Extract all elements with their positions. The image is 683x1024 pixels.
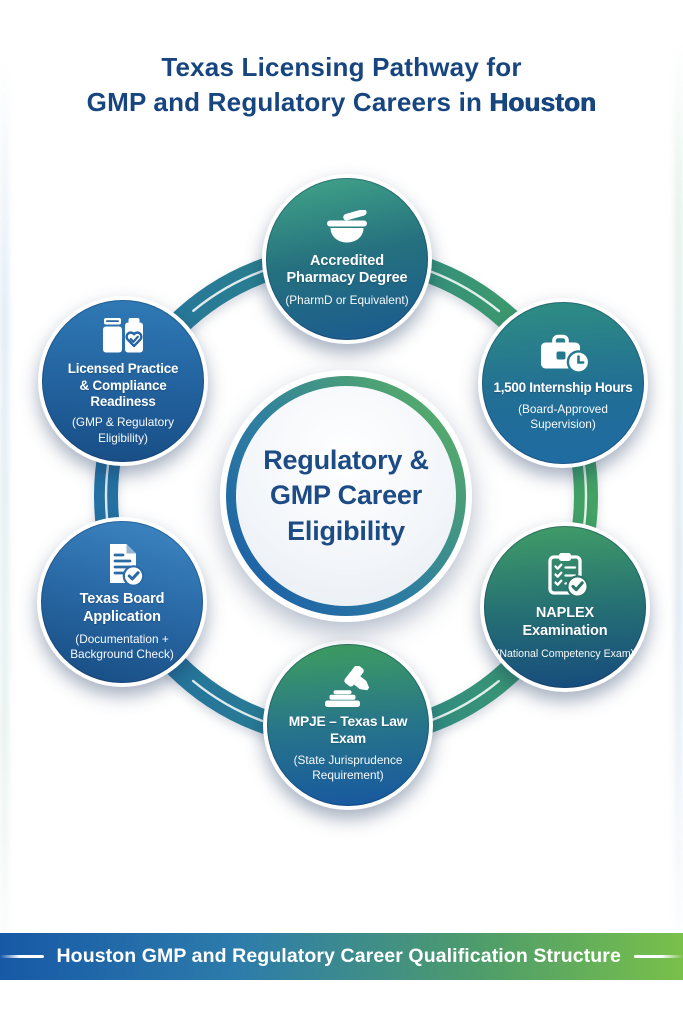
mortar-pestle-icon bbox=[323, 209, 371, 248]
node-face: Licensed Practice & Compliance Readiness… bbox=[42, 300, 204, 462]
page-title: Texas Licensing Pathway for GMP and Regu… bbox=[0, 50, 683, 120]
document-check-icon bbox=[99, 541, 145, 587]
node-mpje-exam: MPJE – Texas Law Exam (State Jurispruden… bbox=[263, 640, 433, 810]
node-subtitle: (State Jurisprudence Requirement) bbox=[293, 753, 403, 783]
node-subtitle: (National Competency Exam) bbox=[495, 648, 635, 661]
node-white-rim: Texas Board Application (Documentation +… bbox=[37, 517, 207, 687]
node-licensed-practice: Licensed Practice & Compliance Readiness… bbox=[38, 296, 208, 466]
node-subtitle: (PharmD or Equivalent) bbox=[285, 293, 409, 308]
node-title: Accredited Pharmacy Degree bbox=[286, 252, 408, 287]
node-face: MPJE – Texas Law Exam (State Jurispruden… bbox=[267, 644, 429, 806]
node-face: NAPLEX Examination (National Competency … bbox=[484, 526, 646, 688]
footer-banner: Houston GMP and Regulatory Career Qualif… bbox=[0, 933, 683, 980]
node-subtitle: (GMP & Regulatory Eligibility) bbox=[71, 415, 175, 445]
node-subtitle: (Documentation + Background Check) bbox=[70, 631, 174, 662]
node-white-rim: Accredited Pharmacy Degree (PharmD or Eq… bbox=[262, 174, 432, 344]
node-pharmacy-degree: Accredited Pharmacy Degree (PharmD or Eq… bbox=[262, 174, 432, 344]
banner-left-rule bbox=[0, 955, 44, 958]
banner-label: Houston GMP and Regulatory Career Qualif… bbox=[56, 945, 621, 967]
node-naplex-exam: NAPLEX Examination (National Competency … bbox=[480, 522, 650, 692]
node-title: MPJE – Texas Law Exam bbox=[288, 714, 408, 747]
gavel-icon bbox=[322, 666, 374, 709]
node-white-rim: Licensed Practice & Compliance Readiness… bbox=[38, 296, 208, 466]
node-internship-hours: 1,500 Internship Hours (Board-Approved S… bbox=[478, 298, 648, 468]
page-title-highlight: Houston bbox=[489, 87, 597, 117]
briefcase-clock-icon bbox=[537, 333, 590, 375]
center-white-rim: Regulatory & GMP Career Eligibility bbox=[220, 370, 472, 622]
ring-highlight-dashes bbox=[104, 254, 588, 738]
node-title: NAPLEX Examination bbox=[522, 604, 608, 639]
page-title-line1: Texas Licensing Pathway for bbox=[161, 52, 522, 82]
node-white-rim: 1,500 Internship Hours (Board-Approved S… bbox=[478, 298, 648, 468]
node-face: Accredited Pharmacy Degree (PharmD or Eq… bbox=[266, 178, 428, 340]
node-face: Texas Board Application (Documentation +… bbox=[41, 521, 203, 683]
center-label: Regulatory & GMP Career Eligibility bbox=[263, 444, 429, 546]
node-white-rim: NAPLEX Examination (National Competency … bbox=[480, 522, 650, 692]
center-face: Regulatory & GMP Career Eligibility bbox=[236, 386, 456, 606]
node-face: 1,500 Internship Hours (Board-Approved S… bbox=[482, 302, 644, 464]
node-white-rim: MPJE – Texas Law Exam (State Jurispruden… bbox=[263, 640, 433, 810]
page-title-line2: GMP and Regulatory Careers in Houston bbox=[86, 87, 597, 117]
banner-right-rule bbox=[633, 955, 683, 958]
node-subtitle: (Board-Approved Supervision) bbox=[518, 401, 608, 432]
clipboard-checklist-icon bbox=[542, 552, 589, 597]
node-title: Texas Board Application bbox=[79, 591, 165, 626]
node-board-application: Texas Board Application (Documentation +… bbox=[37, 517, 207, 687]
node-title: Licensed Practice & Compliance Readiness bbox=[67, 361, 179, 409]
node-title: 1,500 Internship Hours bbox=[493, 380, 633, 396]
center-gradient-ring: Regulatory & GMP Career Eligibility bbox=[226, 376, 466, 616]
center-hub: Regulatory & GMP Career Eligibility bbox=[220, 370, 472, 622]
medicine-heart-check-icon bbox=[98, 316, 148, 356]
